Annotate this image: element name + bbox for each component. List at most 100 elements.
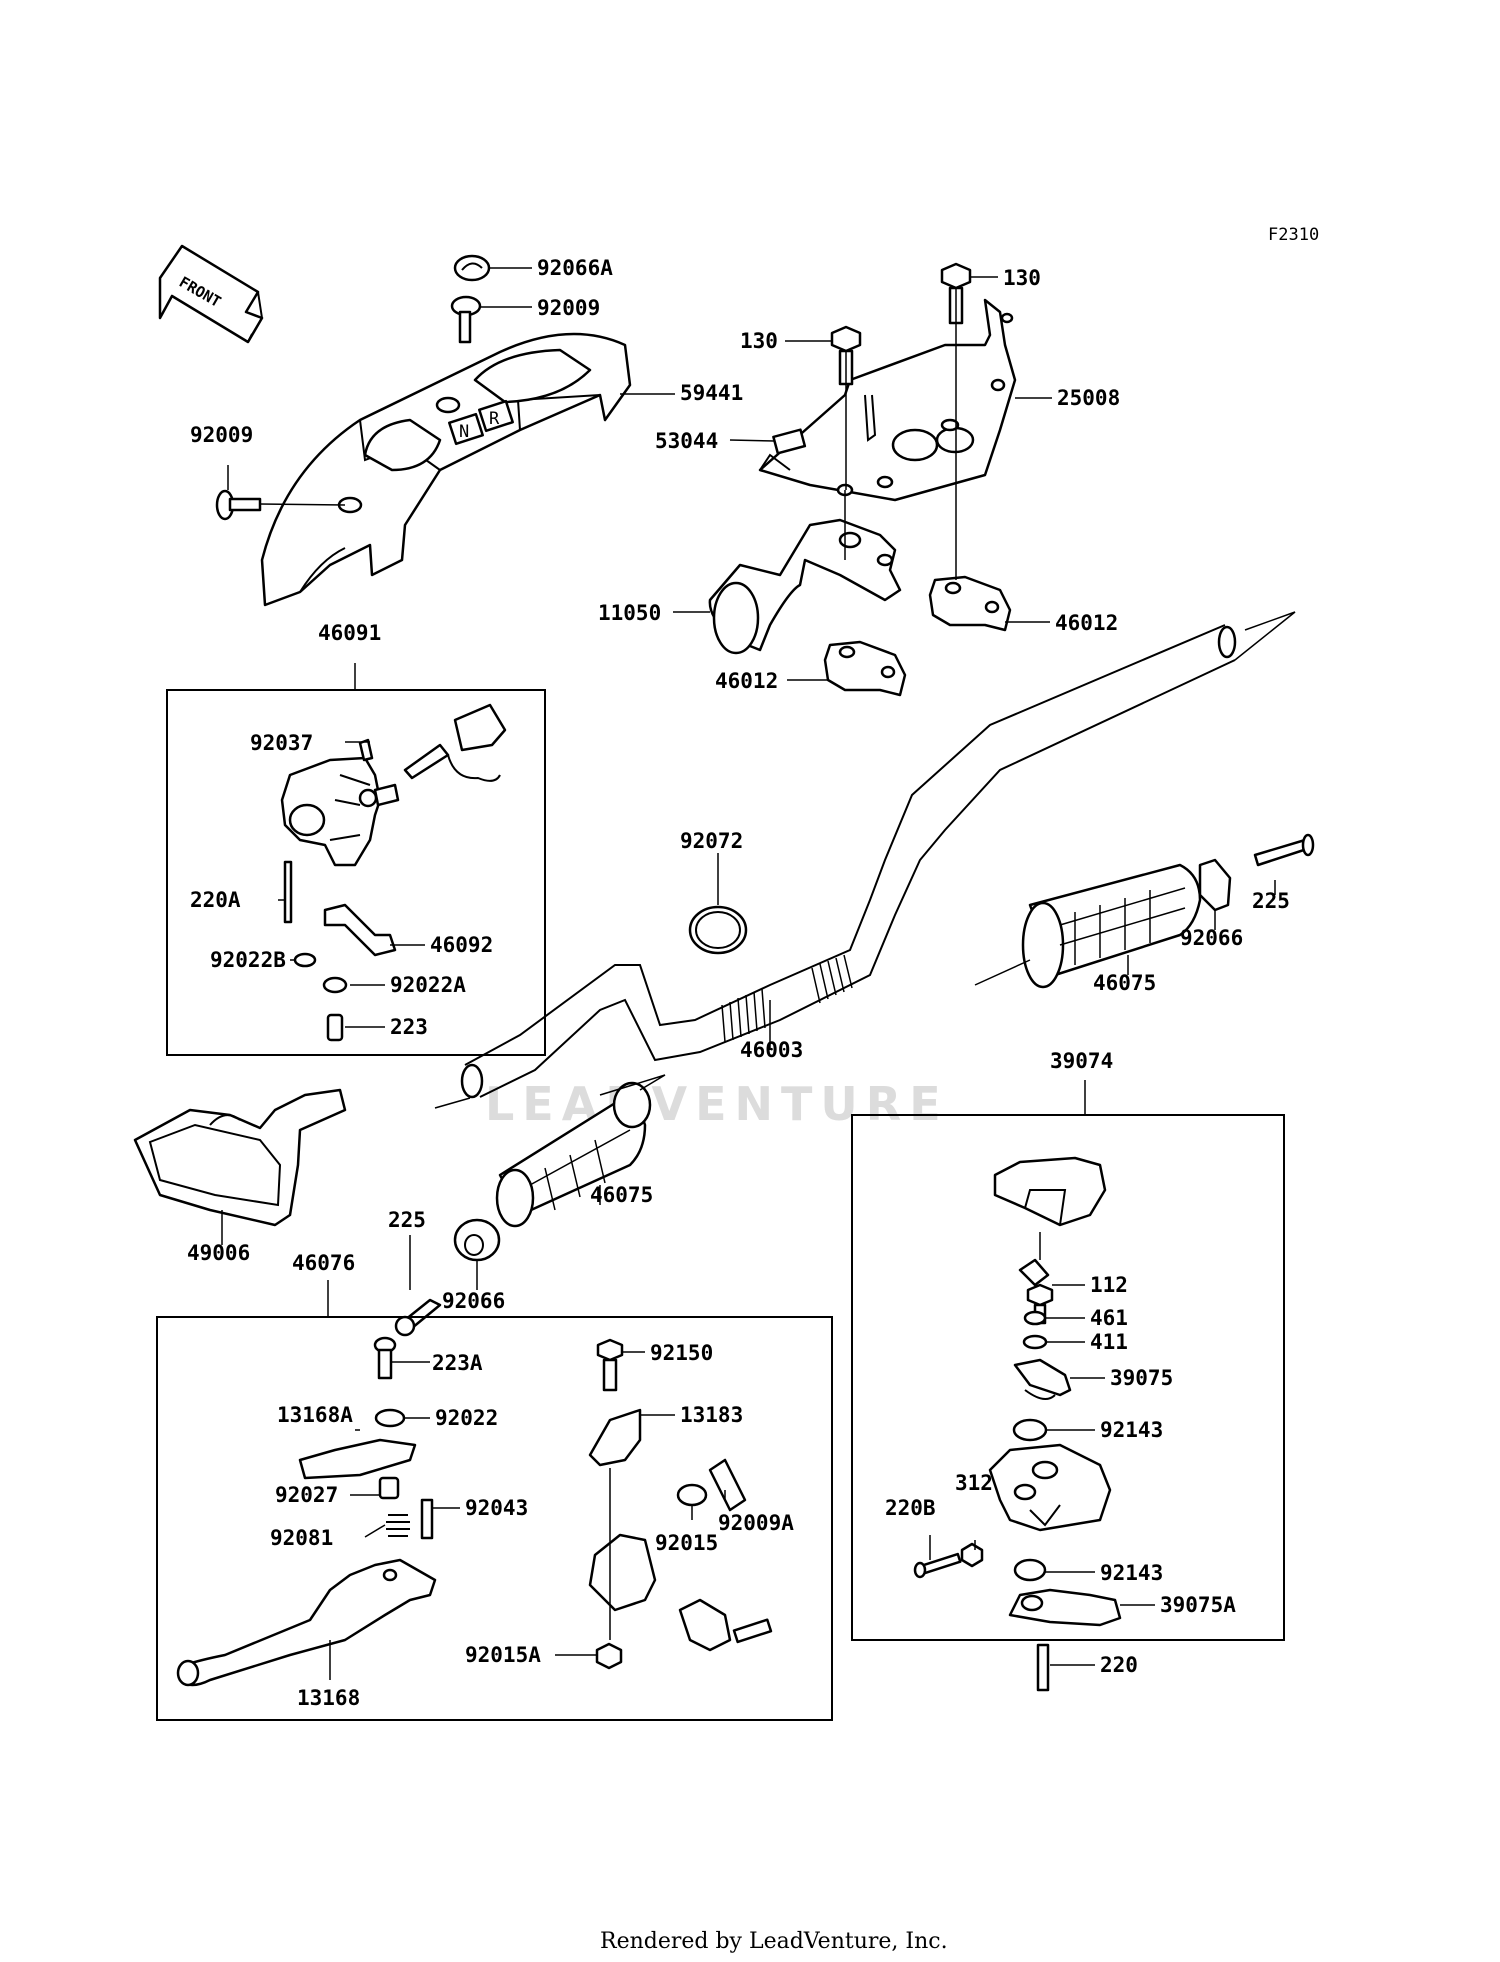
label-312: 312 [955, 1471, 993, 1495]
label-46012-right: 46012 [1055, 611, 1118, 635]
label-92027: 92027 [275, 1483, 338, 1507]
box-46076 [156, 1316, 833, 1721]
label-223A: 223A [432, 1351, 483, 1375]
grip-46075-left [495, 1074, 666, 1228]
label-46076: 46076 [292, 1251, 355, 1275]
bracket-25008 [758, 298, 1017, 502]
label-92043: 92043 [465, 1496, 528, 1520]
plug-92066-right [1198, 858, 1232, 912]
label-220A: 220A [190, 888, 241, 912]
label-13168A: 13168A [277, 1403, 353, 1427]
label-25008: 25008 [1057, 386, 1120, 410]
cover-49006 [133, 1088, 347, 1227]
label-92150: 92150 [650, 1341, 713, 1365]
label-59441: 59441 [680, 381, 743, 405]
spring-plate-39075 [1013, 1358, 1072, 1400]
label-13168: 13168 [297, 1686, 360, 1710]
nut-312 [960, 1542, 984, 1568]
front-direction-arrow: FRONT [158, 244, 264, 344]
plug-92066-left [453, 1218, 501, 1262]
bolt-92150 [596, 1338, 624, 1392]
label-46012-left: 46012 [715, 669, 778, 693]
label-225-left: 225 [388, 1208, 426, 1232]
label-92037: 92037 [250, 731, 313, 755]
holder-11050 [708, 518, 902, 655]
grip-46075-right [974, 863, 1202, 989]
label-461: 461 [1090, 1306, 1128, 1330]
part-labels: 92066A 92009 59441 92009 46091 92037 220… [187, 256, 1290, 1710]
screw-220 [1036, 1643, 1050, 1692]
lever-46092 [323, 903, 397, 957]
screw-220B [913, 1552, 962, 1579]
label-53044: 53044 [655, 429, 718, 453]
label-130-left: 130 [740, 329, 778, 353]
label-11050: 11050 [598, 601, 661, 625]
lever-39075A [1008, 1588, 1122, 1627]
label-92009A: 92009A [718, 1511, 794, 1535]
washer-92022B [293, 952, 317, 968]
label-39075: 39075 [1110, 1366, 1173, 1390]
label-112: 112 [1090, 1273, 1128, 1297]
washer-92022A [322, 976, 348, 994]
label-46003: 46003 [740, 1038, 803, 1062]
bushing-92027 [378, 1476, 400, 1500]
label-92022B: 92022B [210, 948, 286, 972]
leader-lines [221, 267, 1276, 1680]
reference-code: F2310 [1268, 225, 1319, 245]
pin-92043 [420, 1498, 434, 1540]
label-92015A: 92015A [465, 1643, 541, 1667]
label-92009-top: 92009 [537, 296, 600, 320]
label-220B: 220B [885, 1496, 936, 1520]
washer-411 [1022, 1334, 1048, 1350]
screw-92009-left [215, 489, 262, 521]
clip-39074 [1018, 1258, 1050, 1287]
nut-92015A [595, 1642, 623, 1670]
clamp-46012-left [823, 640, 907, 697]
footer-credit: Rendered by LeadVenture, Inc. [600, 1929, 948, 1954]
svg-text:R: R [489, 409, 500, 429]
label-13183: 13183 [680, 1403, 743, 1427]
label-92009-left: 92009 [190, 423, 253, 447]
screw-92009-top [450, 295, 482, 344]
label-220: 220 [1100, 1653, 1138, 1677]
label-39074: 39074 [1050, 1049, 1113, 1073]
label-92143-top: 92143 [1100, 1418, 1163, 1442]
label-411: 411 [1090, 1330, 1128, 1354]
label-92066-right: 92066 [1180, 926, 1243, 950]
label-92015: 92015 [655, 1531, 718, 1555]
label-39075A: 39075A [1160, 1593, 1236, 1617]
screw-223A [373, 1336, 397, 1380]
label-223: 223 [390, 1015, 428, 1039]
bolt-225-left [394, 1298, 442, 1337]
handlebar-cover-59441: N R [260, 332, 632, 607]
label-92072: 92072 [680, 829, 743, 853]
cap-92066A [453, 254, 491, 282]
watermark: LEADVENTURE [485, 1077, 949, 1131]
clamp-46012-right [928, 575, 1012, 632]
box-46091 [166, 689, 546, 1056]
bracket-13183 [588, 1408, 642, 1467]
svg-text:N: N [459, 422, 469, 442]
spring-92081 [386, 1514, 410, 1537]
seal-92143-bottom [1013, 1558, 1047, 1582]
label-92022A: 92022A [390, 973, 466, 997]
label-92066-left: 92066 [442, 1289, 505, 1313]
washer-92022 [374, 1408, 406, 1428]
plate-13168A [298, 1438, 417, 1480]
screw-223 [326, 1013, 344, 1042]
label-130-right: 130 [1003, 266, 1041, 290]
adjuster-92009A [708, 1458, 747, 1512]
seal-92143-top [1012, 1418, 1048, 1442]
box-39074 [851, 1114, 1285, 1641]
switch-assembly-46091 [280, 703, 507, 924]
label-225-right: 225 [1252, 889, 1290, 913]
bolt-225-right [1253, 833, 1315, 867]
label-46075-right: 46075 [1093, 971, 1156, 995]
washer-461 [1023, 1310, 1047, 1326]
throttle-case [988, 1443, 1112, 1532]
handlebar-46003 [434, 611, 1296, 1109]
label-92022: 92022 [435, 1406, 498, 1430]
lever-13168 [176, 1558, 437, 1687]
label-49006: 49006 [187, 1241, 250, 1265]
